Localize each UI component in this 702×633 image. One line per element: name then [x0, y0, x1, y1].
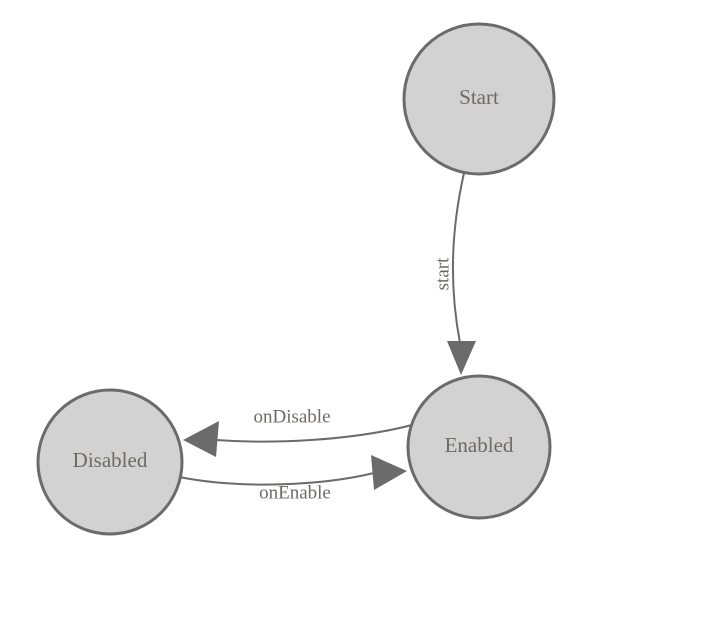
edge-enabled-to-disabled-arrowhead	[183, 421, 219, 457]
edge-label-ondisable: onDisable	[253, 406, 330, 427]
node-disabled[interactable]: Disabled	[36, 388, 184, 536]
edge-label-onenable: onEnable	[259, 482, 331, 503]
edge-disabled-to-enabled[interactable]: onEnable	[178, 455, 407, 503]
node-disabled-label: Disabled	[73, 448, 148, 472]
edge-start-to-enabled[interactable]: start	[432, 172, 476, 375]
node-start-label: Start	[459, 85, 499, 109]
node-disabled-circle	[36, 388, 184, 536]
node-start-circle	[402, 22, 556, 176]
edge-disabled-to-enabled-path	[178, 472, 375, 486]
edge-enabled-to-disabled-path	[215, 424, 413, 443]
node-start[interactable]: Start	[402, 22, 556, 176]
edge-start-to-enabled-path	[451, 172, 465, 344]
node-enabled-circle	[406, 374, 552, 520]
node-enabled[interactable]: Enabled	[406, 374, 552, 520]
edge-label-start: start	[432, 257, 453, 290]
edge-disabled-to-enabled-arrowhead	[371, 455, 407, 490]
edge-enabled-to-disabled[interactable]: onDisable	[183, 406, 413, 457]
node-enabled-label: Enabled	[445, 433, 514, 457]
edge-start-to-enabled-arrowhead	[447, 341, 476, 375]
